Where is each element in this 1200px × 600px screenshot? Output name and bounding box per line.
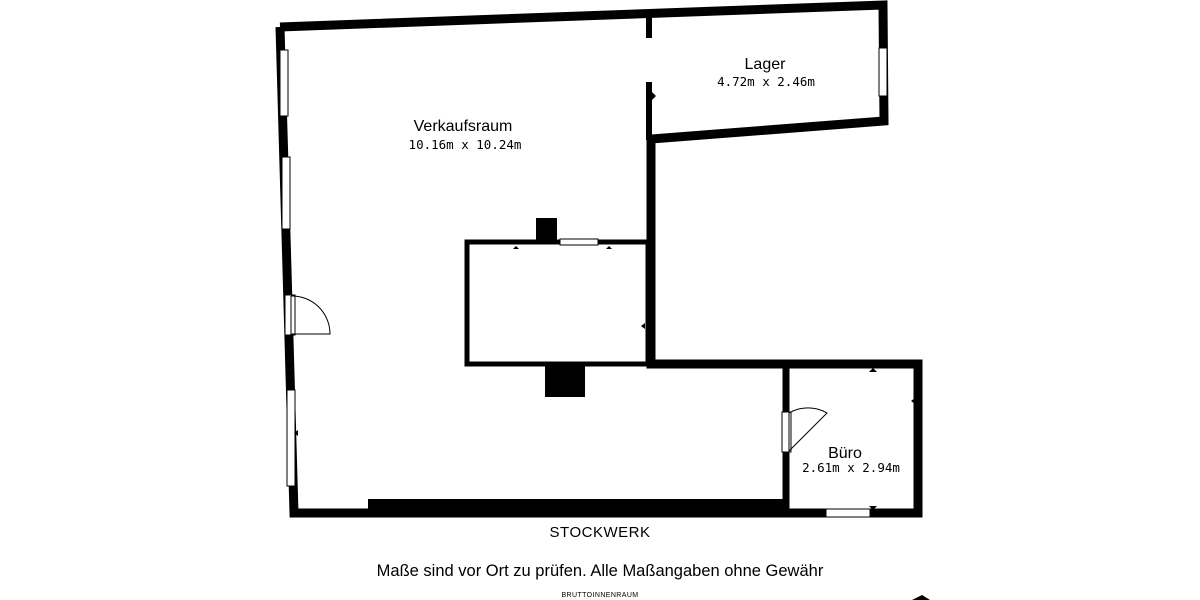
door-swing bbox=[788, 407, 828, 453]
door-opening bbox=[284, 294, 296, 336]
window bbox=[825, 508, 871, 518]
exterior-wall-left bbox=[275, 26, 784, 518]
room-dims-lager: 4.72m x 2.46m bbox=[717, 74, 815, 89]
central-room-wall bbox=[464, 239, 651, 367]
window bbox=[281, 156, 291, 230]
marker bbox=[869, 506, 877, 510]
room-dims-buero: 2.61m x 2.94m bbox=[802, 460, 900, 475]
column bbox=[545, 364, 585, 397]
markers bbox=[294, 14, 915, 510]
door-swing bbox=[290, 295, 331, 335]
window bbox=[286, 389, 296, 487]
column bbox=[536, 218, 557, 244]
marker bbox=[641, 323, 645, 329]
area-label: BRUTTOINNENRAUM bbox=[561, 592, 639, 599]
window bbox=[559, 238, 599, 246]
window bbox=[878, 47, 888, 97]
room-name-lager: Lager bbox=[745, 56, 787, 73]
compass-icon bbox=[912, 595, 930, 600]
disclaimer: Maße sind vor Ort zu prüfen. Alle Maßang… bbox=[376, 562, 824, 580]
door-opening bbox=[781, 411, 792, 453]
marker bbox=[294, 430, 298, 436]
marker bbox=[869, 368, 877, 372]
floor-label: STOCKWERK bbox=[549, 524, 651, 541]
marker bbox=[652, 92, 656, 100]
marker bbox=[911, 398, 915, 404]
bottom-wall-thick bbox=[368, 499, 784, 515]
exterior-wall bbox=[279, 0, 923, 518]
marker bbox=[513, 246, 519, 249]
doors bbox=[284, 294, 828, 453]
window bbox=[279, 49, 289, 117]
walls bbox=[275, 0, 923, 518]
room-name-verkaufsraum: Verkaufsraum bbox=[414, 118, 513, 135]
room-dims-verkaufsraum: 10.16m x 10.24m bbox=[409, 137, 522, 152]
marker bbox=[606, 246, 612, 249]
room-name-buero: Büro bbox=[828, 445, 862, 462]
marker bbox=[616, 14, 624, 18]
windows bbox=[279, 47, 888, 518]
